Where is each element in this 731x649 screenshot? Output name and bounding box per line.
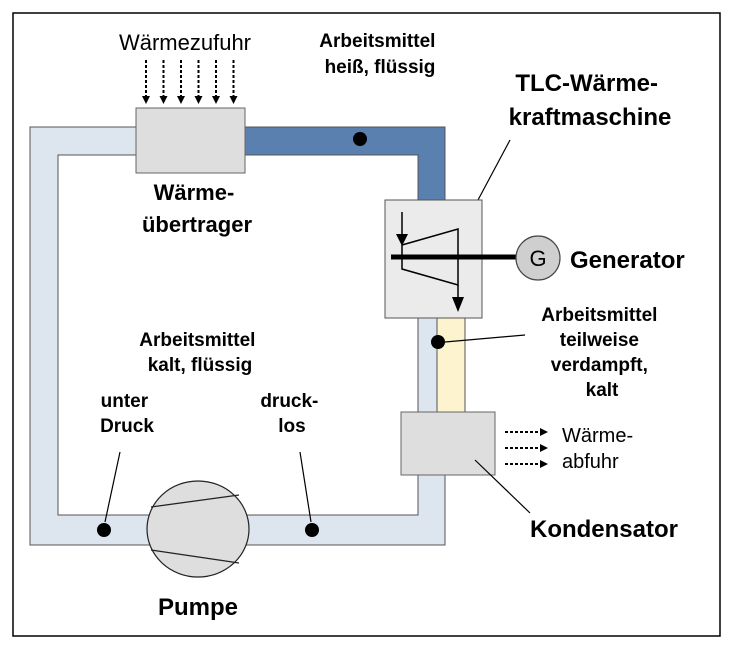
heat-input-label: Wärmezufuhr: [119, 30, 251, 55]
heat-input-arrow-icon: [194, 96, 203, 104]
heat-output-arrow-icon: [540, 460, 548, 468]
generator: [515, 235, 561, 281]
heat-exchanger-label: Wärme- übertrager: [142, 180, 252, 237]
heat-output-arrow-icon: [540, 428, 548, 436]
vapor-marker: [431, 335, 445, 349]
low-pressure-leader-line: [299, 451, 312, 523]
outlet-arrow-icon: [452, 297, 464, 312]
generator-symbol: G: [529, 246, 546, 271]
heat-input-arrow-icon: [159, 96, 168, 104]
turbine-label: TLC-Wärme- kraftmaschine: [509, 70, 672, 131]
high-pressure-leader-line: [104, 451, 121, 523]
under-pressure-label: unter Druck: [100, 391, 154, 437]
cold-fluid-label: Arbeitsmittel kalt, flüssig: [139, 330, 260, 376]
heat-exchanger: [135, 107, 246, 174]
condenser-leader-line: [474, 459, 531, 514]
vapor-pipe: [436, 317, 466, 413]
cold-return-segment: [417, 317, 438, 413]
partial-vapor-label: Arbeitsmittel teilweise verdampft, kalt: [541, 305, 662, 401]
pump-blade-lower: [150, 549, 240, 564]
heat-input-arrow-icon: [229, 96, 238, 104]
heat-input-arrows: [142, 60, 238, 104]
heat-input-arrow-icon: [142, 96, 150, 104]
turbine-symbol: [401, 212, 459, 298]
hot-fluid-label: Arbeitsmittel heiß, flüssig: [319, 31, 440, 78]
hot-fluid-marker: [353, 132, 367, 146]
heat-input-arrow-icon: [177, 96, 185, 104]
low-pressure-marker: [305, 523, 319, 537]
pressureless-label: druck- los: [260, 391, 323, 437]
pump-blade-upper: [150, 494, 240, 508]
vapor-leader-line: [444, 334, 526, 343]
heat-input-arrow-icon: [212, 96, 220, 104]
heat-output-label: Wärme- abfuhr: [562, 425, 639, 473]
condenser-label: Kondensator: [530, 516, 678, 543]
inlet-arrow-icon: [396, 234, 408, 246]
heat-output-arrow-icon: [540, 444, 548, 452]
high-pressure-marker: [97, 523, 111, 537]
pump-label: Pumpe: [158, 594, 238, 621]
generator-label: Generator: [570, 247, 685, 274]
heat-output-arrows: [505, 428, 548, 468]
